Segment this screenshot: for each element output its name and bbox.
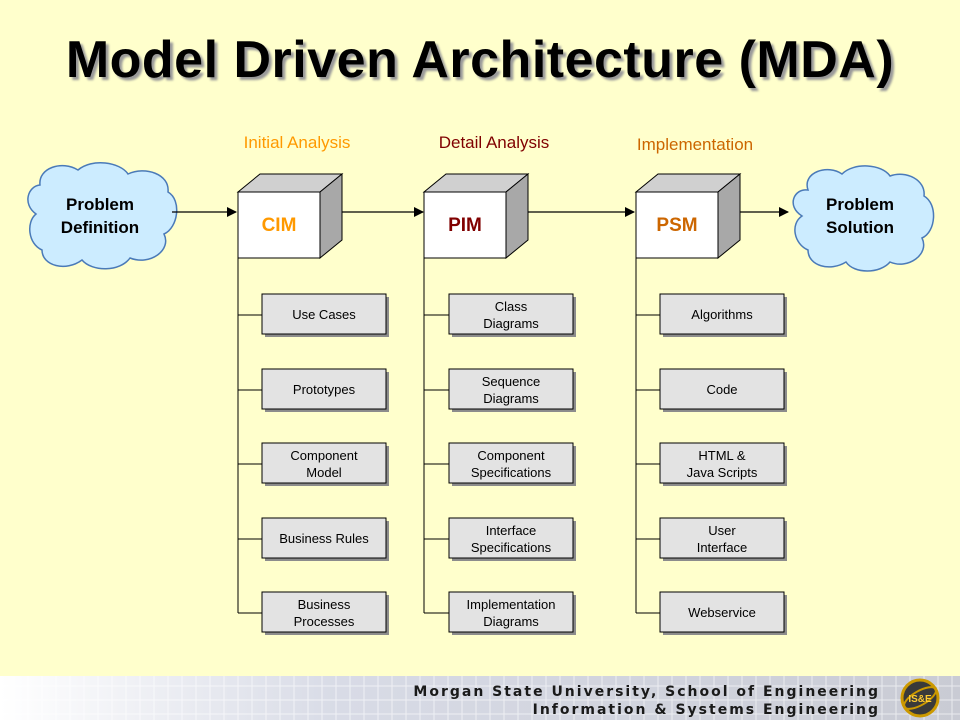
list-item-text: Component xyxy=(477,448,545,463)
cloud-left-line1: Problem xyxy=(66,195,134,214)
list-item: Use Cases xyxy=(238,293,389,337)
list-item-text: Implementation xyxy=(467,597,556,612)
slide-title: Model Driven Architecture (MDA) xyxy=(65,31,895,89)
list-item: Algorithms xyxy=(636,293,787,337)
cloud-right-line1: Problem xyxy=(826,195,894,214)
cloud-right-line2: Solution xyxy=(826,218,894,237)
psm-label: PSM xyxy=(656,215,697,236)
list-item: HTML & Java Scripts xyxy=(636,442,787,486)
cim-column: CIM Use CasesPrototypesComponentModelBusi… xyxy=(236,172,389,635)
logo-text: IS&E xyxy=(908,694,932,705)
list-item-text: Component xyxy=(290,448,358,463)
phase-implementation: Implementation xyxy=(637,135,753,154)
pim-label: PIM xyxy=(448,215,482,236)
pim-model-cube: PIM xyxy=(422,172,530,260)
list-item-text: Class xyxy=(495,299,528,314)
list-item-text: Use Cases xyxy=(292,307,356,322)
cim-label: CIM xyxy=(262,215,297,236)
list-item-text: Diagrams xyxy=(483,614,539,629)
list-item: Webservice xyxy=(636,591,787,635)
cloud-problem-solution: Problem Solution xyxy=(792,165,935,272)
list-item-text: Java Scripts xyxy=(687,465,758,480)
list-item-text: Prototypes xyxy=(293,382,356,397)
list-item-text: HTML & xyxy=(698,448,746,463)
list-item-text: Webservice xyxy=(688,605,756,620)
phase-detail-analysis: Detail Analysis xyxy=(439,133,550,152)
list-item-text: User xyxy=(708,523,736,538)
list-item-text: Business xyxy=(298,597,351,612)
list-item-text: Diagrams xyxy=(483,316,539,331)
list-item-text: Business Rules xyxy=(279,531,369,546)
cloud-left-line2: Definition xyxy=(61,218,139,237)
phase-initial-analysis: Initial Analysis xyxy=(244,133,351,152)
pim-column: PIMClassDiagramsSequenceDiagramsComponen… xyxy=(422,172,576,635)
list-item: Business Rules xyxy=(238,517,389,561)
list-item-text: Algorithms xyxy=(691,307,753,322)
ise-logo: IS&E xyxy=(900,678,940,718)
footer-university: Morgan State University, School of Engin… xyxy=(413,684,880,700)
list-item-text: Code xyxy=(706,382,737,397)
footer-department: Information & Systems Engineering xyxy=(533,702,880,718)
list-item: Prototypes xyxy=(238,368,389,412)
list-item-text: Model xyxy=(306,465,342,480)
list-item-text: Specifications xyxy=(471,465,552,480)
footer-banner: Morgan State University, School of Engin… xyxy=(0,676,960,720)
list-item-text: Specifications xyxy=(471,540,552,555)
list-item-text: Interface xyxy=(697,540,748,555)
list-item-text: Diagrams xyxy=(483,391,539,406)
psm-model-cube: PSM xyxy=(634,172,742,260)
cloud-problem-definition: Problem Definition xyxy=(27,162,178,270)
list-item-text: Interface xyxy=(486,523,537,538)
cim-model-cube: CIM xyxy=(236,172,344,260)
list-item-text: Processes xyxy=(294,614,355,629)
list-item: Code xyxy=(636,368,787,412)
list-item-text: Sequence xyxy=(482,374,541,389)
